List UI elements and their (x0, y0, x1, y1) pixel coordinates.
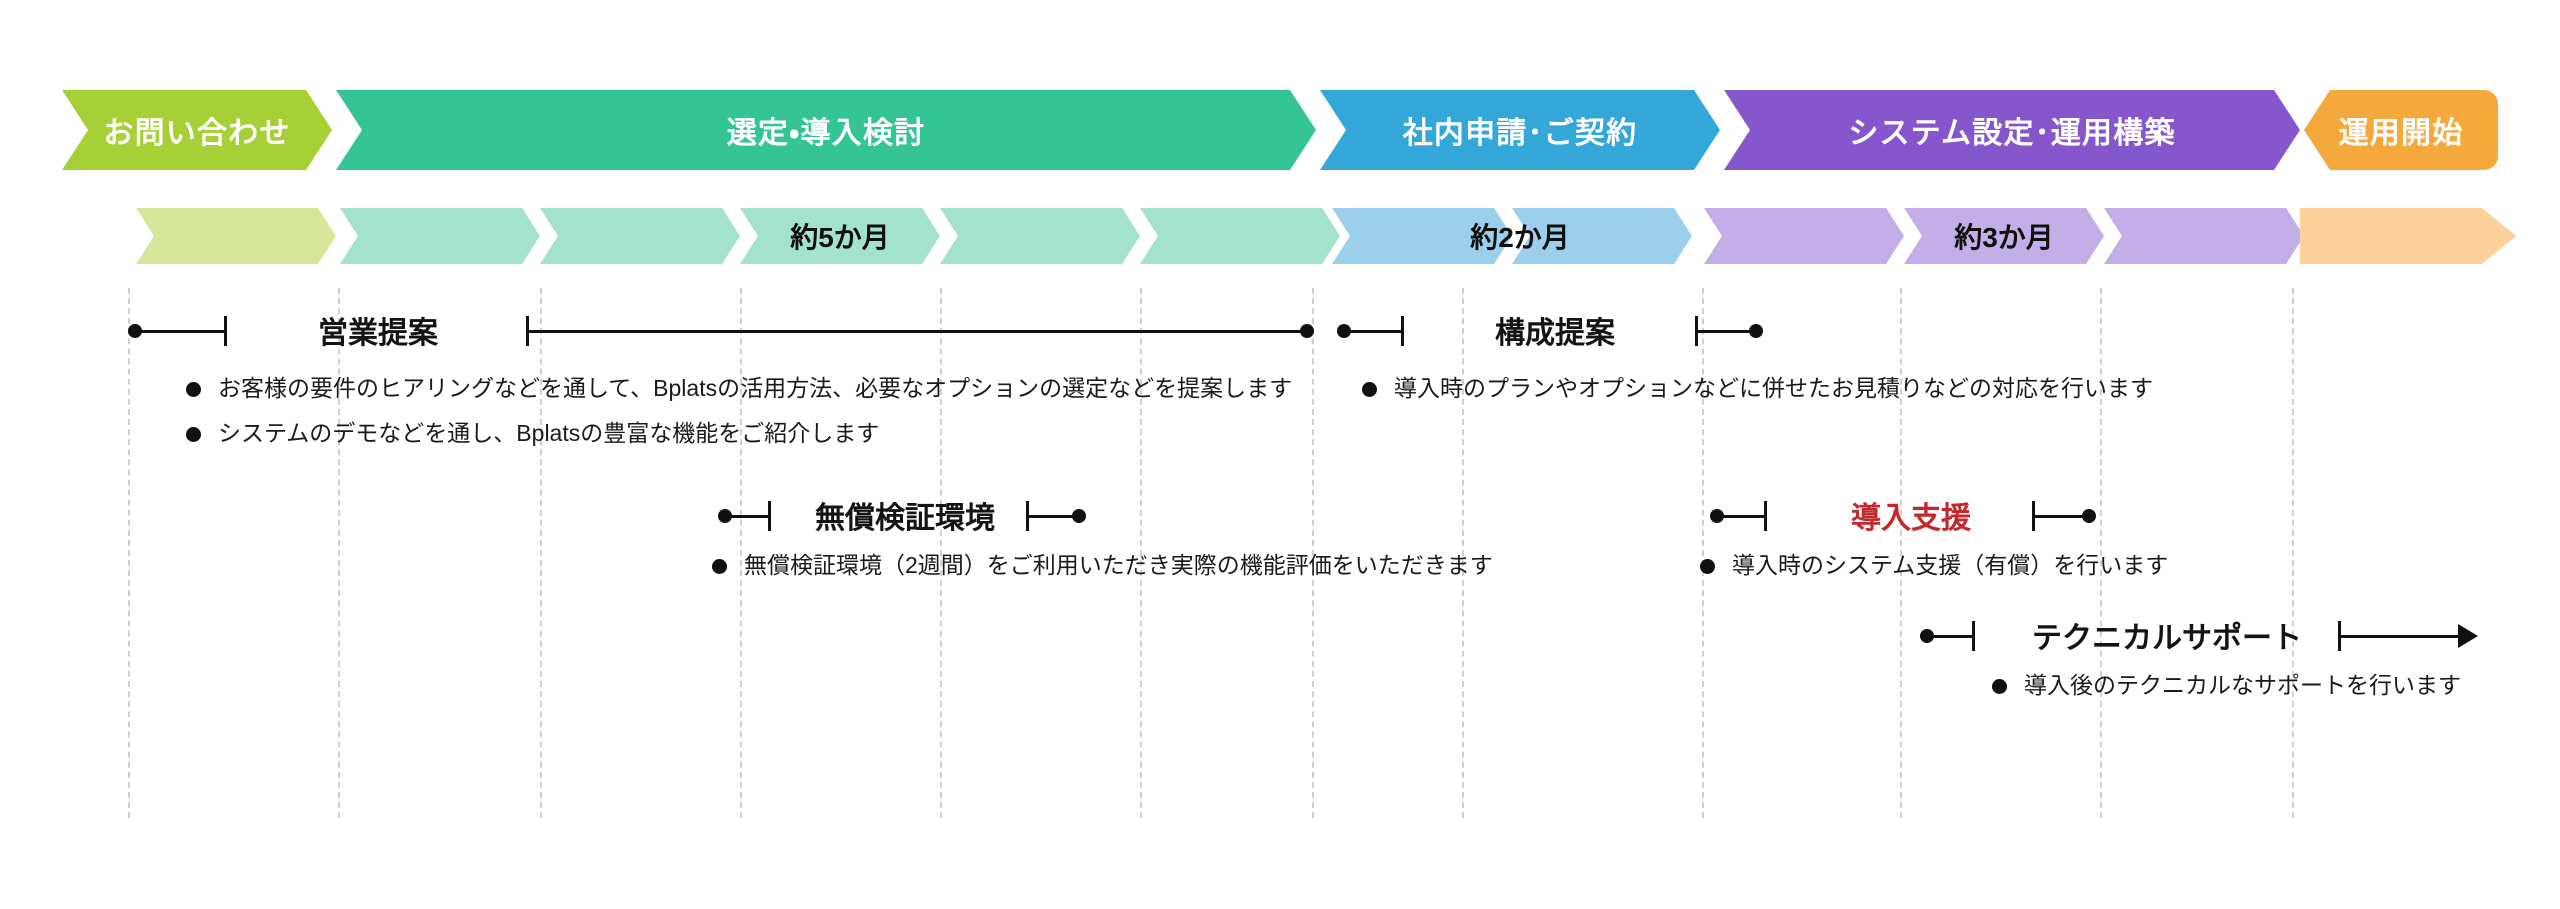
span-rail-left (1344, 330, 1402, 333)
task-label-technical-support: テクニカルサポート (2032, 622, 2302, 655)
duration-segment-selection (1140, 208, 1340, 264)
duration-segment-launch (2300, 208, 2516, 264)
duration-segment-setup (1904, 208, 2104, 264)
gridline (338, 288, 340, 818)
span-end-arrow-icon (2458, 624, 2478, 648)
duration-segment-selection (340, 208, 540, 264)
task-bullet-technical-support-1: 導入後のテクニカルなサポートを行います (1992, 672, 2461, 700)
span-tick-left (1401, 316, 1404, 346)
task-bullet-configuration-proposal-1: 導入時のプランやオプションなどに併せたお見積りなどの対応を行います (1362, 375, 2153, 403)
phase-setup-label: システム設定･運用構築 (1848, 117, 2176, 150)
task-span-free-trial-environment: 無償検証環境 (718, 495, 1098, 537)
duration-segment-selection (740, 208, 940, 264)
task-span-implementation-support: 導入支援 (1710, 495, 2110, 537)
duration-label-contract: 約2か月 (1470, 222, 1570, 253)
phase-setup[interactable]: システム設定･運用構築 (1724, 90, 2300, 170)
bullet-text: お客様の要件のヒアリングなどを通して、Bplatsの活用方法、必要なオプションの… (218, 375, 1293, 401)
task-label-implementation-support: 導入支援 (1851, 502, 1971, 535)
gridline (1462, 288, 1464, 818)
bullet-text: 導入時のシステム支援（有償）を行います (1732, 552, 2169, 578)
task-label-free-trial-environment: 無償検証環境 (815, 502, 995, 535)
phase-contract-label: 社内申請･ご契約 (1402, 117, 1638, 150)
span-rail-left (725, 515, 769, 518)
phase-contact[interactable]: お問い合わせ (62, 90, 332, 170)
span-rail-left (1927, 635, 1973, 638)
gridline (128, 288, 130, 818)
span-rail-left (1717, 515, 1765, 518)
duration-segment-selection (540, 208, 740, 264)
task-bullet-implementation-support-1: 導入時のシステム支援（有償）を行います (1700, 552, 2168, 580)
duration-segment-setup (2104, 208, 2304, 264)
gridline (540, 288, 542, 818)
task-span-technical-support: テクニカルサポート (1920, 615, 2480, 657)
bullet-dot-icon (1700, 559, 1715, 574)
span-rail-left (135, 330, 225, 333)
gridline (2292, 288, 2294, 818)
task-span-sales-proposal: 営業提案 (128, 310, 1314, 352)
duration-segment-setup (1704, 208, 1904, 264)
span-rail-right (2032, 515, 2090, 518)
span-rail-right (1026, 515, 1080, 518)
phase-launch[interactable]: 運用開始 (2304, 90, 2498, 170)
bullet-dot-icon (1992, 679, 2007, 694)
span-tick-left (768, 501, 771, 531)
gridline (740, 288, 742, 818)
bullet-dot-icon (712, 559, 727, 574)
span-tick-left (1972, 621, 1975, 651)
span-rail-right (526, 330, 1307, 333)
task-label-configuration-proposal: 構成提案 (1495, 317, 1615, 350)
duration-label-setup: 約3か月 (1954, 222, 2054, 253)
duration-segment-contract (1332, 208, 1512, 264)
phase-selection-label: 選定・導入検討 (726, 117, 926, 150)
phase-selection[interactable]: 選定・導入検討 (336, 90, 1316, 170)
phase-contact-label: お問い合わせ (103, 117, 291, 150)
duration-segment-contact (136, 208, 336, 264)
bullet-text: システムのデモなどを通し、Bplatsの豊富な機能をご紹介します (218, 420, 880, 446)
bullet-text: 無償検証環境（2週間）をご利用いただき実際の機能評価をいただきます (744, 552, 1493, 578)
span-end-dot (2082, 509, 2096, 523)
bullet-dot-icon (1362, 382, 1377, 397)
phase-launch-label: 運用開始 (2338, 117, 2464, 150)
span-rail-right (2338, 635, 2460, 638)
bullet-dot-icon (186, 427, 201, 442)
span-end-dot (1072, 509, 1086, 523)
gridline (940, 288, 942, 818)
duration-segment-selection (940, 208, 1140, 264)
duration-segment-contract (1512, 208, 1692, 264)
span-end-dot (1300, 324, 1314, 338)
bullet-text: 導入後のテクニカルなサポートを行います (2024, 672, 2461, 698)
duration-label-selection: 約5か月 (790, 222, 890, 253)
gridline (1900, 288, 1902, 818)
bullet-dot-icon (186, 382, 201, 397)
span-tick-left (1764, 501, 1767, 531)
task-span-configuration-proposal: 構成提案 (1337, 310, 2312, 352)
bullet-text: 導入時のプランやオプションなどに併せたお見積りなどの対応を行います (1394, 375, 2153, 401)
span-end-dot (1749, 324, 1763, 338)
task-bullet-free-trial-environment-1: 無償検証環境（2週間）をご利用いただき実際の機能評価をいただきます (712, 552, 1493, 580)
span-rail-right (1695, 330, 1757, 333)
gridline (1140, 288, 1142, 818)
gridline (2100, 288, 2102, 818)
task-bullet-sales-proposal-1: お客様の要件のヒアリングなどを通して、Bplatsの活用方法、必要なオプションの… (186, 375, 1292, 403)
gridline (1702, 288, 1704, 818)
task-bullet-sales-proposal-2: システムのデモなどを通し、Bplatsの豊富な機能をご紹介します (186, 420, 879, 448)
task-label-sales-proposal: 営業提案 (318, 317, 438, 350)
span-tick-left (224, 316, 227, 346)
phase-contract[interactable]: 社内申請･ご契約 (1320, 90, 1720, 170)
gridline (1312, 288, 1314, 818)
